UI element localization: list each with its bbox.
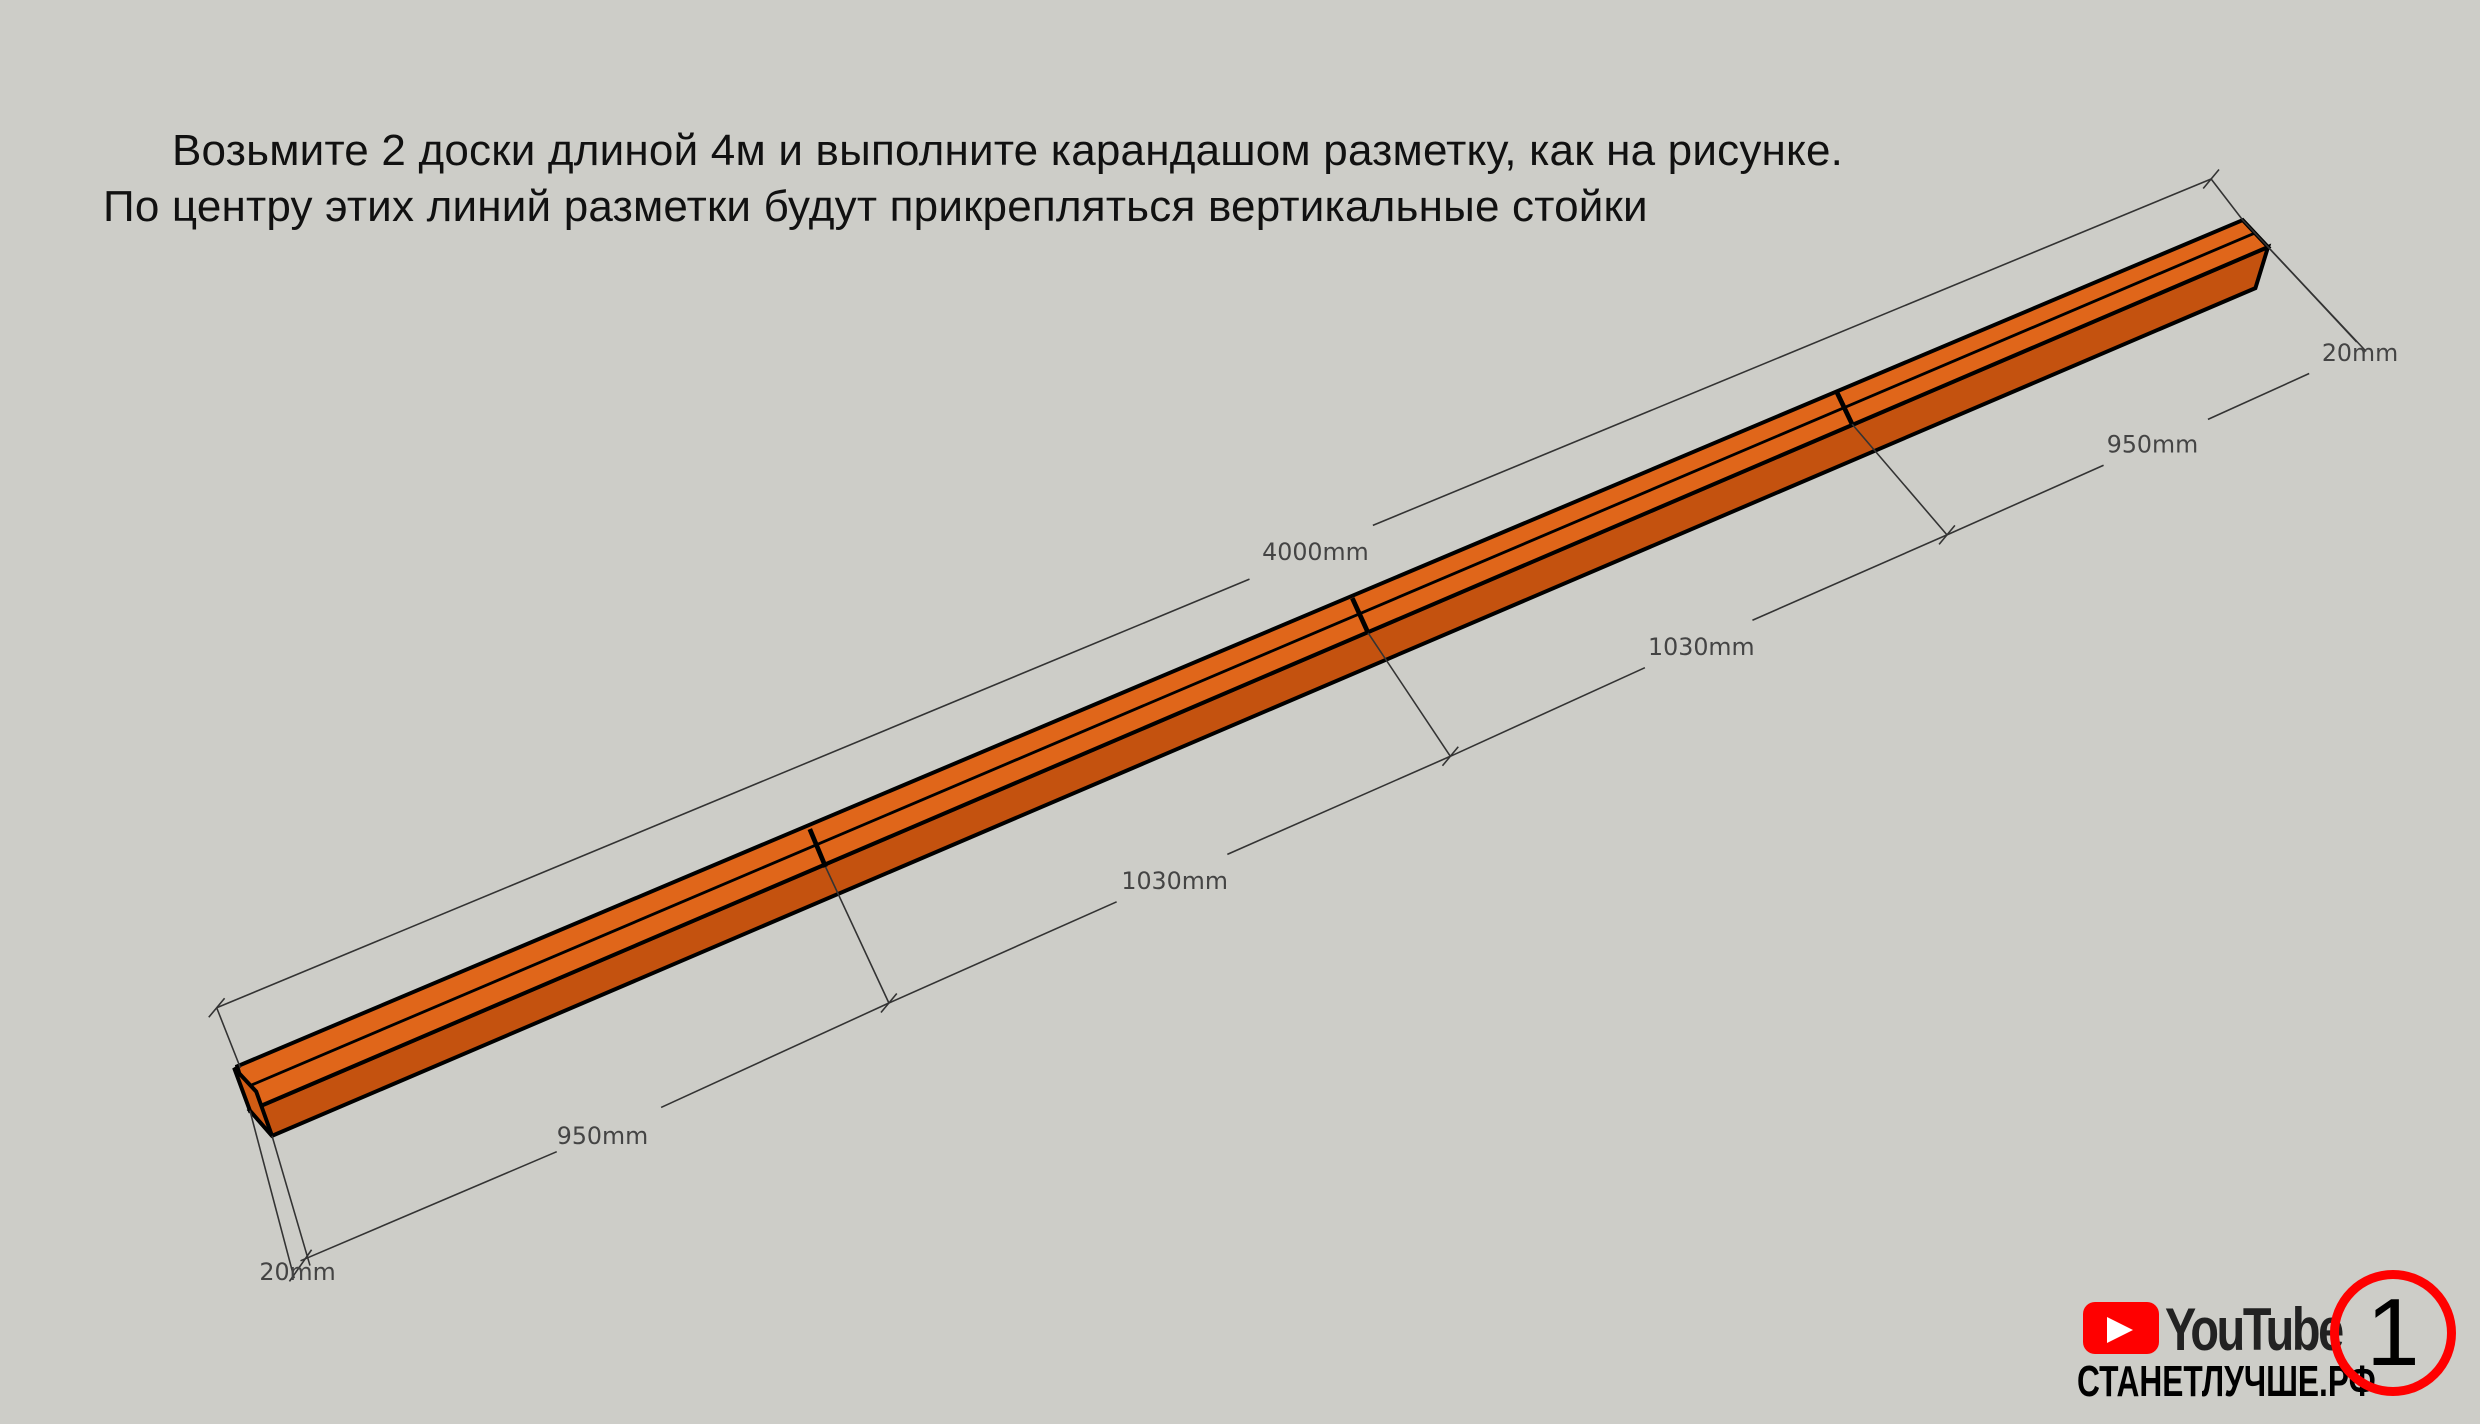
dim-width-left-label: 20mm (259, 1258, 335, 1286)
beam-end-face (232, 1066, 274, 1138)
channel-logo: YouTube СТАНЕТЛУЧШЕ.РФ 1 (2075, 1265, 2475, 1415)
marking-line-1 (807, 828, 828, 868)
board-seam (243, 231, 2256, 1090)
dim-total-label: 4000mm (1262, 538, 1369, 566)
marking-line-2 (1350, 597, 1371, 634)
marking-line-3 (1834, 389, 1855, 426)
beam-top-face (234, 217, 2272, 1114)
logo-site: СТАНЕТЛУЧШЕ.РФ (2077, 1357, 2376, 1406)
instruction-line-2: По центру этих линий разметки будут прик… (103, 182, 1648, 231)
beam (232, 217, 2272, 1139)
dim-seg2-label: 1030mm (1121, 867, 1228, 895)
instruction-line-1: Возьмите 2 доски длиной 4м и выполните к… (172, 126, 1844, 175)
dim-seg4-label: 950mm (2107, 431, 2198, 459)
beam-side-face (246, 243, 2272, 1139)
dim-seg3-label: 1030mm (1648, 633, 1755, 661)
dim-width-right-label: 20mm (2322, 339, 2398, 367)
dimension-lines (208, 168, 2367, 1282)
play-icon (2107, 1317, 2133, 1343)
logo-brand: YouTube (2165, 1296, 2344, 1363)
dim-seg1-label: 950mm (557, 1122, 648, 1150)
logo-number: 1 (2330, 1270, 2456, 1396)
